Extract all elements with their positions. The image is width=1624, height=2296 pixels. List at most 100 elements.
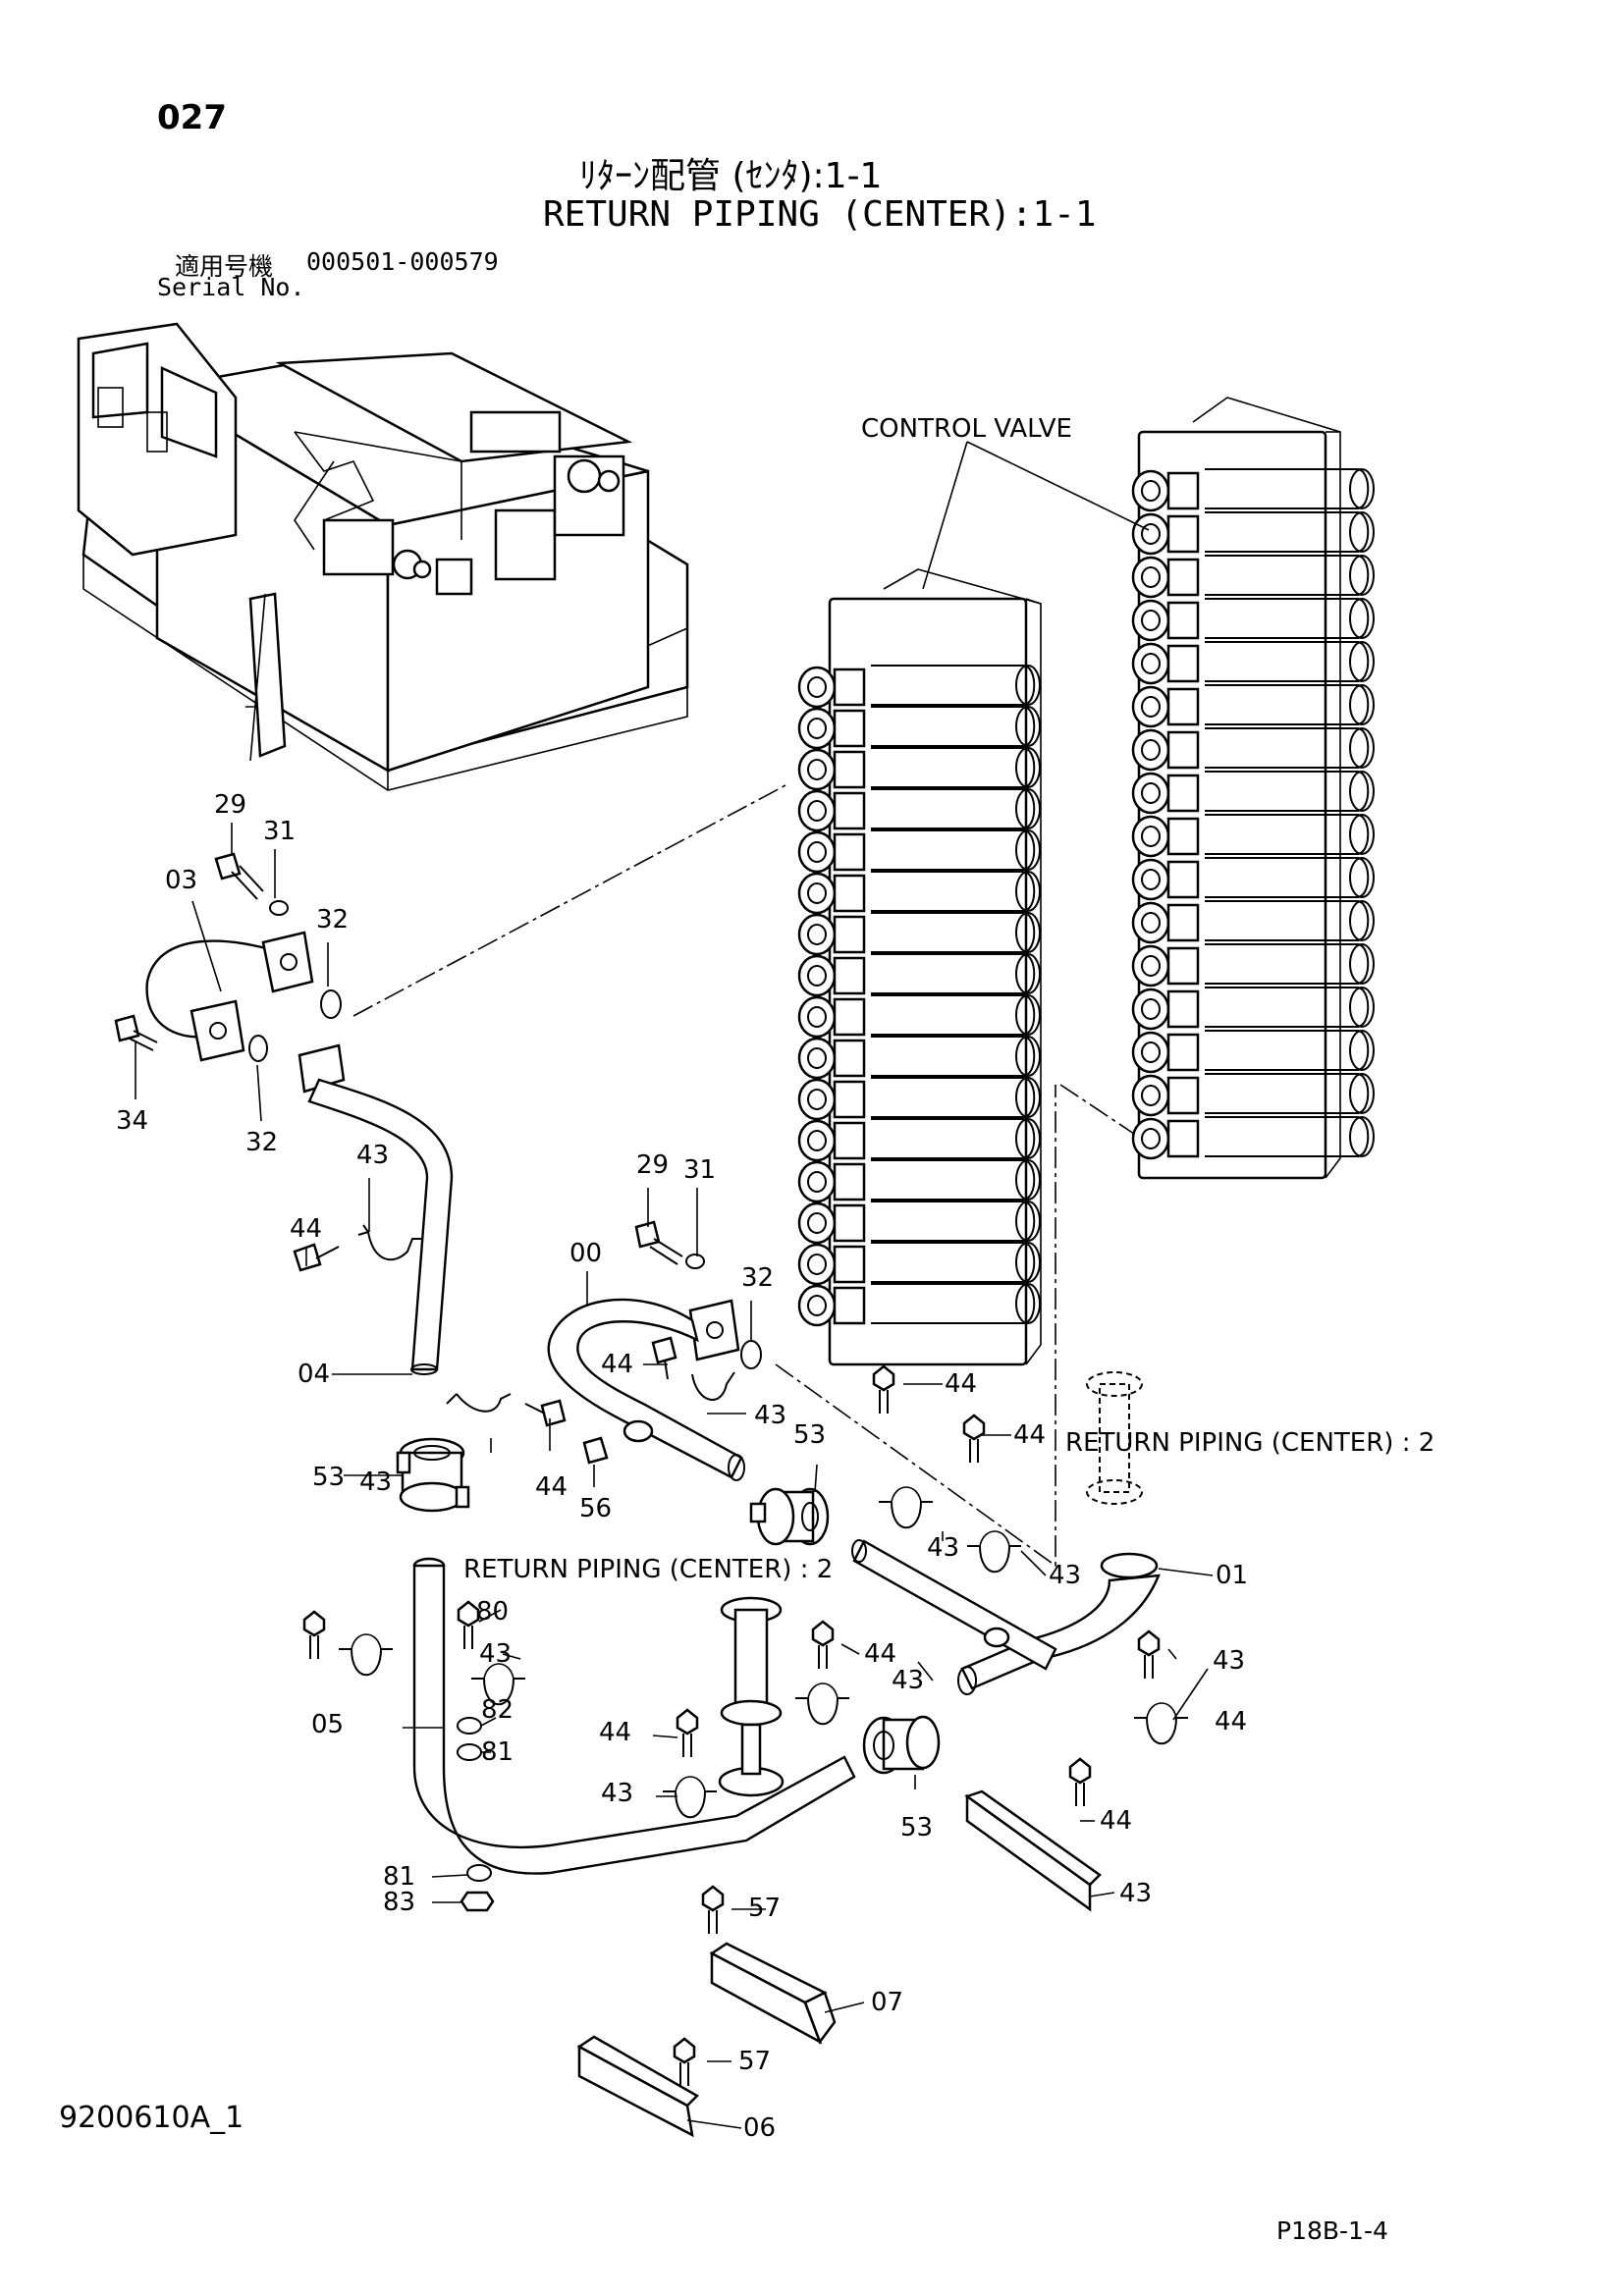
valve-section	[797, 1201, 1041, 1245]
valve-section	[797, 912, 1041, 956]
part-number-label: 43	[601, 1779, 633, 1808]
bracket-06	[709, 1942, 837, 2045]
pipe-01-assembly	[851, 1539, 1161, 1695]
bolt-44	[524, 1399, 567, 1427]
part-number-label: 43	[892, 1666, 924, 1695]
part-number-label: 05	[311, 1710, 344, 1739]
part-number-label: 04	[298, 1360, 330, 1389]
bolt	[1137, 1629, 1161, 1679]
bolt	[457, 1600, 480, 1649]
part-number-label: 44	[1013, 1420, 1046, 1450]
bolt	[811, 1620, 835, 1669]
coupling-53	[749, 1487, 830, 1546]
clamp	[967, 1530, 1021, 1574]
pipe-03-assembly	[114, 852, 342, 1062]
serial-label-english: Serial No.	[157, 273, 305, 301]
part-number-label: 80	[476, 1597, 509, 1627]
part-number-label: 43	[754, 1401, 786, 1430]
valve-section	[1131, 900, 1375, 944]
coupling-53	[862, 1715, 941, 1775]
valve-section	[1131, 814, 1375, 858]
valve-section	[1131, 1116, 1375, 1160]
clamp	[663, 1776, 717, 1819]
bracket-07	[964, 1789, 1102, 1912]
part-number-label: 06	[743, 2113, 776, 2143]
title-japanese: ﾘﾀｰﾝ配管 (ｾﾝﾀ):1-1	[579, 156, 883, 196]
valve-section	[797, 829, 1041, 874]
part-number-label: 43	[359, 1468, 392, 1497]
coupling-53	[396, 1437, 470, 1513]
serial-range: 000501-000579	[306, 247, 499, 276]
part-number-label: 44	[1100, 1806, 1132, 1836]
page-number: 027	[157, 98, 227, 137]
bolt-44	[293, 1243, 340, 1272]
part-number-label: 32	[245, 1128, 278, 1157]
part-number-label: 34	[116, 1106, 148, 1136]
valve-section	[797, 1036, 1041, 1080]
valve-section	[1131, 857, 1375, 901]
connection-line	[775, 1085, 1056, 1568]
control-valve-stack-right	[1131, 397, 1375, 1180]
part-number-label: 43	[479, 1639, 512, 1669]
valve-section	[1131, 641, 1375, 685]
bolt	[676, 1708, 699, 1757]
valve-section	[1131, 555, 1375, 599]
pipe-00-assembly	[547, 1220, 762, 1481]
part-number-label: 43	[356, 1141, 389, 1170]
valve-section	[797, 1077, 1041, 1121]
bolt	[701, 1885, 725, 1934]
control-valve-leader	[922, 441, 968, 590]
part-number-label: 53	[793, 1420, 826, 1450]
page-reference: P18B-1-4	[1276, 2216, 1388, 2245]
part-number-label: 29	[214, 790, 246, 820]
part-number-label: 43	[1049, 1561, 1081, 1590]
pipe-05	[412, 1557, 856, 1875]
part-number-label: 44	[864, 1639, 896, 1669]
valve-section	[1131, 987, 1375, 1031]
valve-section	[797, 706, 1041, 750]
part-number-label: 53	[312, 1463, 345, 1492]
part-number-label: 81	[481, 1737, 514, 1767]
figure-id: 9200610A_1	[59, 2101, 244, 2135]
valve-section	[1131, 511, 1375, 556]
part-number-label: 83	[383, 1888, 415, 1917]
part-number-label: 44	[535, 1472, 568, 1502]
valve-section	[797, 953, 1041, 997]
part-number-label: 43	[1119, 1879, 1152, 1908]
clamp	[795, 1682, 849, 1726]
part-number-label: 82	[481, 1695, 514, 1725]
valve-section	[797, 1159, 1041, 1203]
valve-section	[797, 1283, 1041, 1327]
part-number-label: 57	[738, 2047, 771, 2076]
valve-section	[797, 1118, 1041, 1162]
clamp-43	[446, 1393, 512, 1413]
flange-pipe-assembly-upper	[1086, 1371, 1143, 1505]
valve-section	[1131, 468, 1375, 512]
return-piping-callout: RETURN PIPING (CENTER) : 2	[463, 1555, 833, 1584]
part-number-label: 01	[1216, 1561, 1248, 1590]
valve-section	[1131, 771, 1375, 815]
part-number-label: 44	[599, 1718, 631, 1747]
part-number-label: 44	[601, 1350, 633, 1379]
part-number-label: 44	[945, 1369, 977, 1399]
valve-section	[1131, 1073, 1375, 1117]
valve-section	[1131, 1030, 1375, 1074]
bracket-07	[576, 2035, 700, 2138]
control-valve-label: CONTROL VALVE	[861, 414, 1072, 444]
part-number-label: 31	[263, 817, 296, 846]
valve-section	[797, 747, 1041, 791]
bolt	[872, 1364, 895, 1414]
control-valve-leader	[966, 441, 1150, 531]
clamp	[471, 1663, 525, 1706]
clamp	[879, 1486, 933, 1529]
valve-section	[797, 665, 1041, 709]
bolt	[1068, 1757, 1092, 1806]
clamp-43	[357, 1224, 422, 1261]
serial-label-japanese: 適用号機	[175, 252, 274, 281]
part-number-label: 00	[569, 1239, 602, 1268]
part-number-label: 53	[900, 1813, 933, 1842]
part-number-label: 56	[579, 1494, 612, 1523]
valve-section	[797, 994, 1041, 1039]
valve-section	[797, 788, 1041, 832]
